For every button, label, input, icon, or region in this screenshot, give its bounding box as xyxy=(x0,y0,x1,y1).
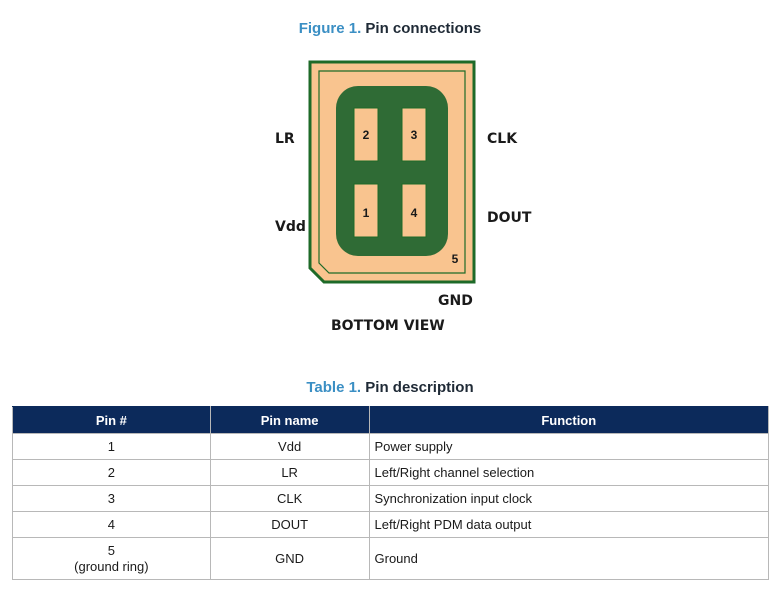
table-row: 2 LR Left/Right channel selection xyxy=(12,459,770,486)
header-function: Function xyxy=(368,406,770,434)
cell-pin-note: (ground ring) xyxy=(74,558,149,574)
table-header-row: Pin # Pin name Function xyxy=(12,406,770,434)
pad-2 xyxy=(353,107,379,162)
pad-number-1: 1 xyxy=(363,206,370,220)
pin-label-vdd: Vdd xyxy=(275,219,306,235)
pin-label-lr: LR xyxy=(275,131,295,147)
figure-caption: Figure 1. Pin connections xyxy=(0,20,780,37)
cell-name: Vdd xyxy=(209,433,370,460)
pin-label-gnd: GND xyxy=(438,293,473,309)
cell-pin: 2 xyxy=(12,459,211,486)
pad-1 xyxy=(353,183,379,238)
pin-connection-diagram: 2 3 1 4 5 xyxy=(308,60,476,284)
table-row: 4 DOUT Left/Right PDM data output xyxy=(12,511,770,538)
cell-function: Left/Right channel selection xyxy=(368,459,770,486)
cell-function: Power supply xyxy=(368,433,770,460)
cell-name: GND xyxy=(209,537,370,580)
cell-pin: 4 xyxy=(12,511,211,538)
cell-pin-number: 5 xyxy=(107,542,115,558)
table-caption: Table 1. Pin description xyxy=(0,379,780,396)
table-row: 3 CLK Synchronization input clock xyxy=(12,485,770,512)
cell-pin: 5 (ground ring) xyxy=(12,537,211,580)
pad-4 xyxy=(401,183,427,238)
table-row: 1 Vdd Power supply xyxy=(12,433,770,460)
pad-number-5: 5 xyxy=(452,252,459,266)
pin-label-dout: DOUT xyxy=(487,210,532,226)
pin-description-table: Pin # Pin name Function 1 Vdd Power supp… xyxy=(12,406,770,580)
table-title: Pin description xyxy=(365,379,474,396)
package-inner-outline xyxy=(318,70,466,274)
cell-function: Synchronization input clock xyxy=(368,485,770,512)
cell-name: DOUT xyxy=(209,511,370,538)
pad-number-3: 3 xyxy=(411,128,418,142)
table-number: Table 1. xyxy=(306,379,362,396)
pad-3 xyxy=(401,107,427,162)
cell-function: Ground xyxy=(368,537,770,580)
figure-title: Pin connections xyxy=(365,20,482,37)
pin-label-clk: CLK xyxy=(487,131,518,147)
cell-pin: 1 xyxy=(12,433,211,460)
cell-name: LR xyxy=(209,459,370,486)
table-row: 5 (ground ring) GND Ground xyxy=(12,537,770,580)
header-pin-name: Pin name xyxy=(209,406,370,434)
pad-number-2: 2 xyxy=(363,128,370,142)
cell-pin: 3 xyxy=(12,485,211,512)
ground-ring xyxy=(336,86,448,256)
figure-number: Figure 1. xyxy=(298,20,362,37)
header-pin-number: Pin # xyxy=(12,406,211,434)
bottom-view-label: BOTTOM VIEW xyxy=(331,318,445,334)
cell-name: CLK xyxy=(209,485,370,512)
pad-number-4: 4 xyxy=(411,206,418,220)
cell-function: Left/Right PDM data output xyxy=(368,511,770,538)
